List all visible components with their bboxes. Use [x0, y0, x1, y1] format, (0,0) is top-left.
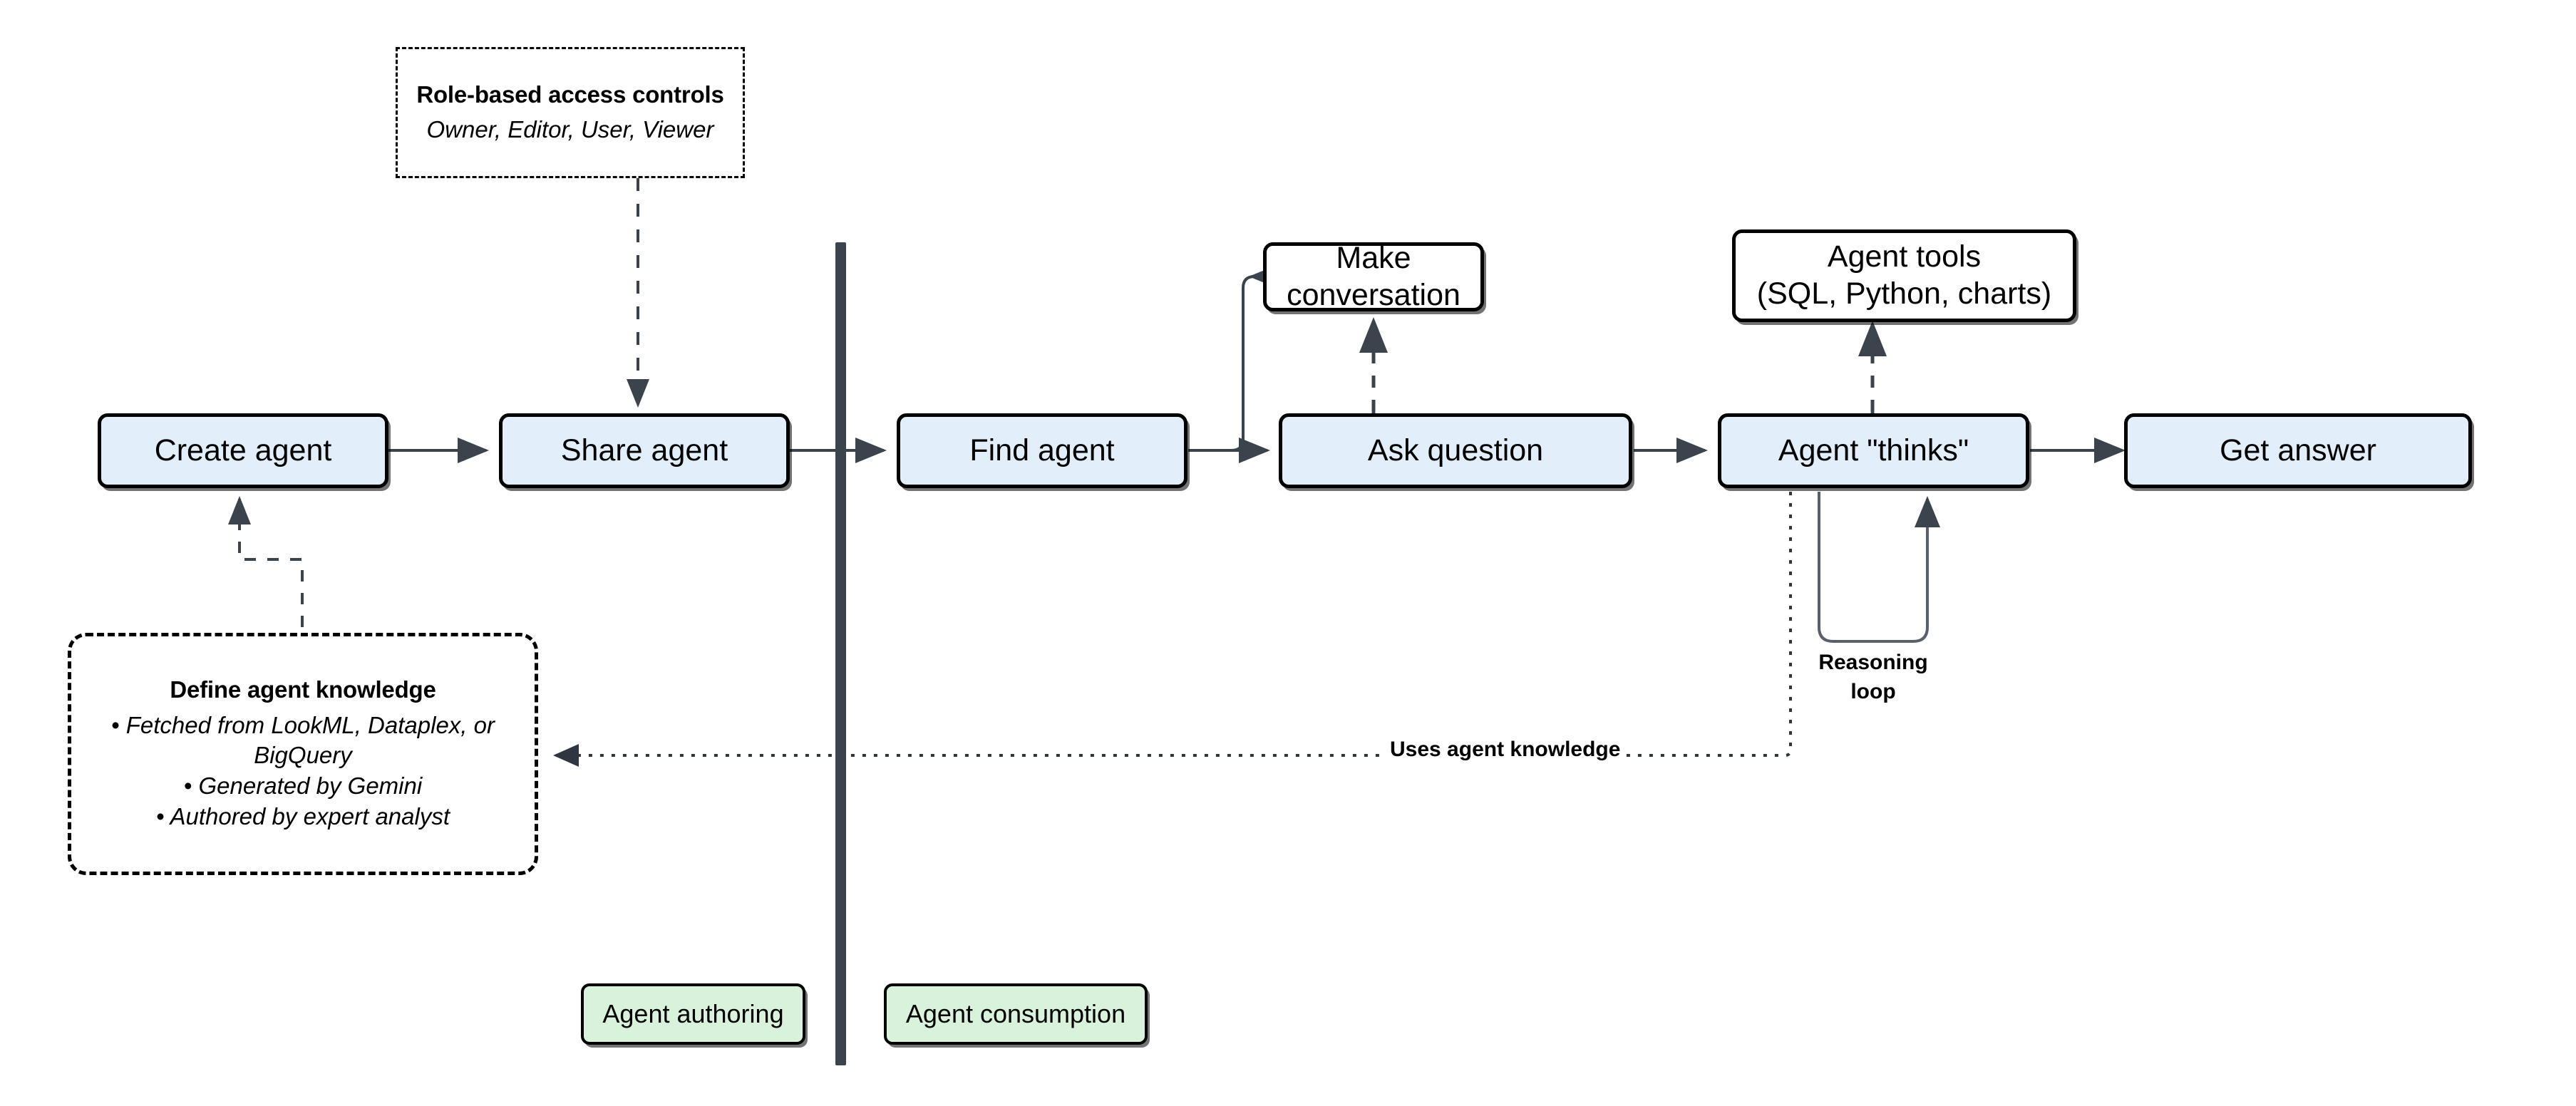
note-knowledge-bullet-3: • Authored by expert analyst — [156, 802, 450, 832]
node-get-answer[interactable]: Get answer — [2124, 413, 2472, 488]
note-knowledge-title: Define agent knowledge — [170, 676, 436, 703]
edge-uses-agent-knowledge — [553, 492, 1792, 767]
node-share-agent[interactable]: Share agent — [499, 413, 790, 488]
legend-agent-consumption[interactable]: Agent consumption — [884, 983, 1148, 1045]
note-rbac-roles: Owner, Editor, User, Viewer — [426, 116, 714, 143]
node-agent-tools[interactable]: Agent tools (SQL, Python, charts) — [1732, 229, 2076, 322]
legend-agent-authoring[interactable]: Agent authoring — [581, 983, 805, 1045]
node-create-agent[interactable]: Create agent — [98, 413, 388, 488]
node-agent-tools-line-1: Agent tools — [1827, 239, 1982, 274]
node-find-agent[interactable]: Find agent — [897, 413, 1187, 488]
note-knowledge-bullet-3-text: • Authored by expert analyst — [155, 803, 450, 830]
note-rbac-title: Role-based access controls — [416, 81, 724, 108]
section-divider — [835, 242, 846, 1065]
node-ask-question[interactable]: Ask question — [1279, 413, 1632, 488]
edge-reasoning-loop — [1818, 492, 1940, 643]
node-agent-tools-line-2: (SQL, Python, charts) — [1756, 276, 2052, 311]
note-knowledge-bullet-1-text: • Fetched from LookML, Dataplex, or BigQ… — [111, 711, 495, 769]
note-knowledge-bullet-1: • Fetched from LookML, Dataplex, or BigQ… — [84, 710, 522, 772]
node-agent-thinks[interactable]: Agent "thinks" — [1718, 413, 2029, 488]
edge-knowledge-to-create — [228, 496, 304, 741]
note-knowledge-bullet-2: • Generated by Gemini — [184, 771, 422, 802]
note-knowledge-bullet-2-text: • Generated by Gemini — [183, 772, 423, 800]
label-uses-agent-knowledge: Uses agent knowledge — [1384, 738, 1627, 762]
node-make-conversation[interactable]: Make conversation — [1263, 241, 1484, 312]
note-role-based-access-controls: Role-based access controls Owner, Editor… — [396, 47, 745, 178]
note-define-agent-knowledge: Define agent knowledge • Fetched from Lo… — [68, 633, 538, 875]
edge-find-to-conversation — [1212, 264, 1280, 452]
label-reasoning-loop: Reasoning loop — [1818, 651, 1928, 703]
